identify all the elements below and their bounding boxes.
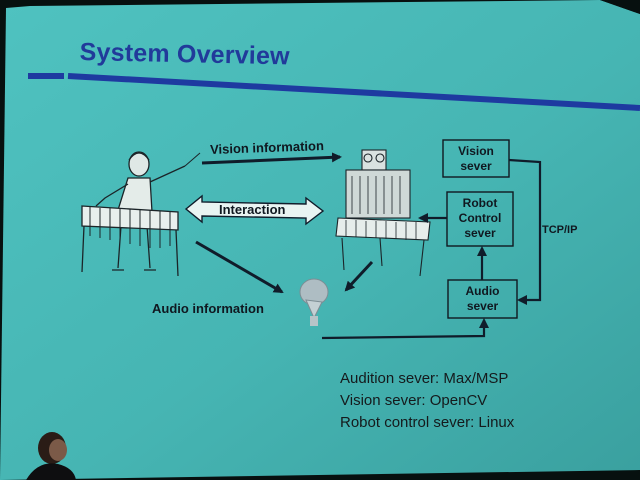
audio-information-label: Audio information [152,301,264,316]
tcp-ip-label: TCP/IP [542,224,578,236]
microphone-icon [299,278,329,326]
slide-title: System Overview [79,38,291,71]
tcp-ip-connector [508,158,542,305]
title-underline-right [67,73,640,111]
note-audition: Audition sever: Max/MSP [340,370,509,387]
audio-information-arrow [195,240,284,294]
vision-server-label: Vision sever [458,144,494,173]
conductor-marimba-illustration [81,151,201,277]
interaction-label: Interaction [219,202,286,217]
interaction-double-arrow [184,194,325,226]
audience-person-silhouette [26,432,76,480]
robot-to-mic-arrow [344,260,374,292]
audio-server-label: Audio sever [465,284,500,313]
mic-to-audio-server-line [321,318,489,340]
vision-information-arrow [201,152,342,165]
robot-control-server-label: Robot Control sever [458,196,502,240]
robot-marimba-illustration [335,149,431,277]
note-vision: Vision sever: OpenCV [340,392,488,409]
vision-server-box [442,139,510,178]
note-robot-control: Robot control sever: Linux [340,414,515,431]
projector-edge-right [600,0,640,14]
